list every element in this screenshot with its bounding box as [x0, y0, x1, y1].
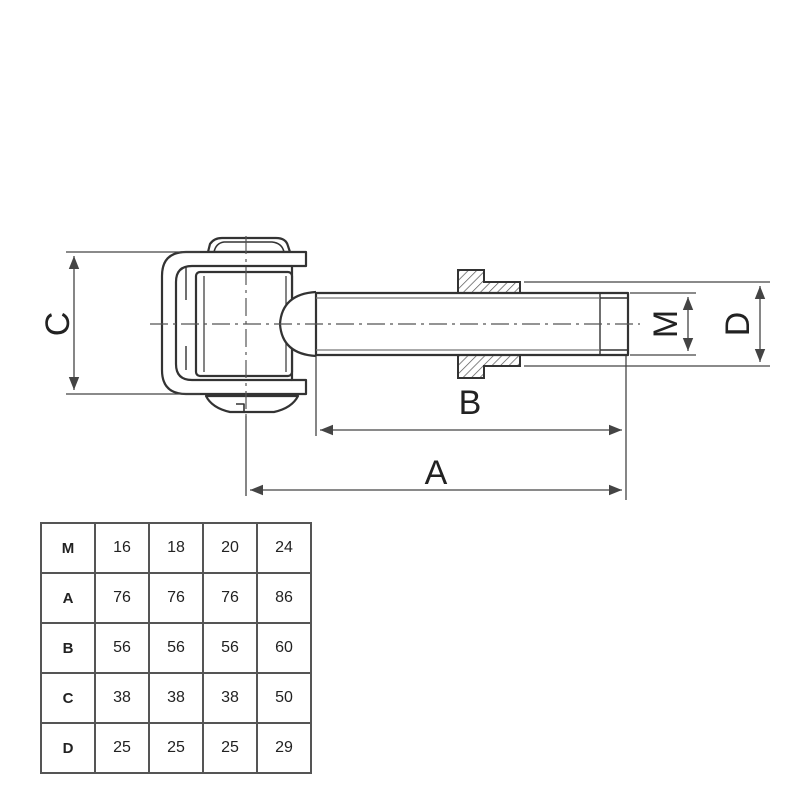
table-cell: 60	[256, 622, 312, 674]
dimension-table: M 16 18 20 24 A 76 76 76 86 B 56 56 56 6…	[40, 522, 312, 774]
table-cell: 76	[202, 572, 258, 624]
bottom-cap-notch	[236, 403, 245, 412]
nut-section	[457, 269, 521, 379]
row-label: D	[40, 722, 96, 774]
table-cell: 25	[94, 722, 150, 774]
table-cell: 38	[202, 672, 258, 724]
top-cap	[206, 236, 292, 254]
row-label: M	[40, 522, 96, 574]
table-cell: 56	[148, 622, 204, 674]
top-cap-inner	[213, 241, 285, 253]
table-cell: 20	[202, 522, 258, 574]
dim-label-b: B	[459, 384, 482, 422]
table-cell: 24	[256, 522, 312, 574]
table-cell: 86	[256, 572, 312, 624]
dim-label-c: C	[39, 312, 77, 337]
dim-label-m: M	[647, 310, 685, 338]
table-cell: 16	[94, 522, 150, 574]
table-row: B 56 56 56 60	[40, 622, 312, 674]
hinge-part	[160, 236, 630, 414]
table-cell: 50	[256, 672, 312, 724]
table-cell: 38	[148, 672, 204, 724]
table-row: D 25 25 25 29	[40, 722, 312, 774]
table-cell: 18	[148, 522, 204, 574]
table-row: C 38 38 38 50	[40, 672, 312, 724]
row-label: C	[40, 672, 96, 724]
table-cell: 76	[148, 572, 204, 624]
row-label: A	[40, 572, 96, 624]
table-cell: 76	[94, 572, 150, 624]
dim-label-a: A	[425, 454, 448, 492]
table-cell: 56	[202, 622, 258, 674]
table-cell: 25	[202, 722, 258, 774]
dim-label-d: D	[719, 312, 757, 337]
dimension-lines	[66, 251, 770, 500]
table-cell: 38	[94, 672, 150, 724]
table-cell: 29	[256, 722, 312, 774]
row-label: B	[40, 622, 96, 674]
table-row: A 76 76 76 86	[40, 572, 312, 624]
bottom-cap	[204, 394, 300, 414]
table-row: M 16 18 20 24	[40, 522, 312, 574]
table-cell: 25	[148, 722, 204, 774]
table-cell: 56	[94, 622, 150, 674]
